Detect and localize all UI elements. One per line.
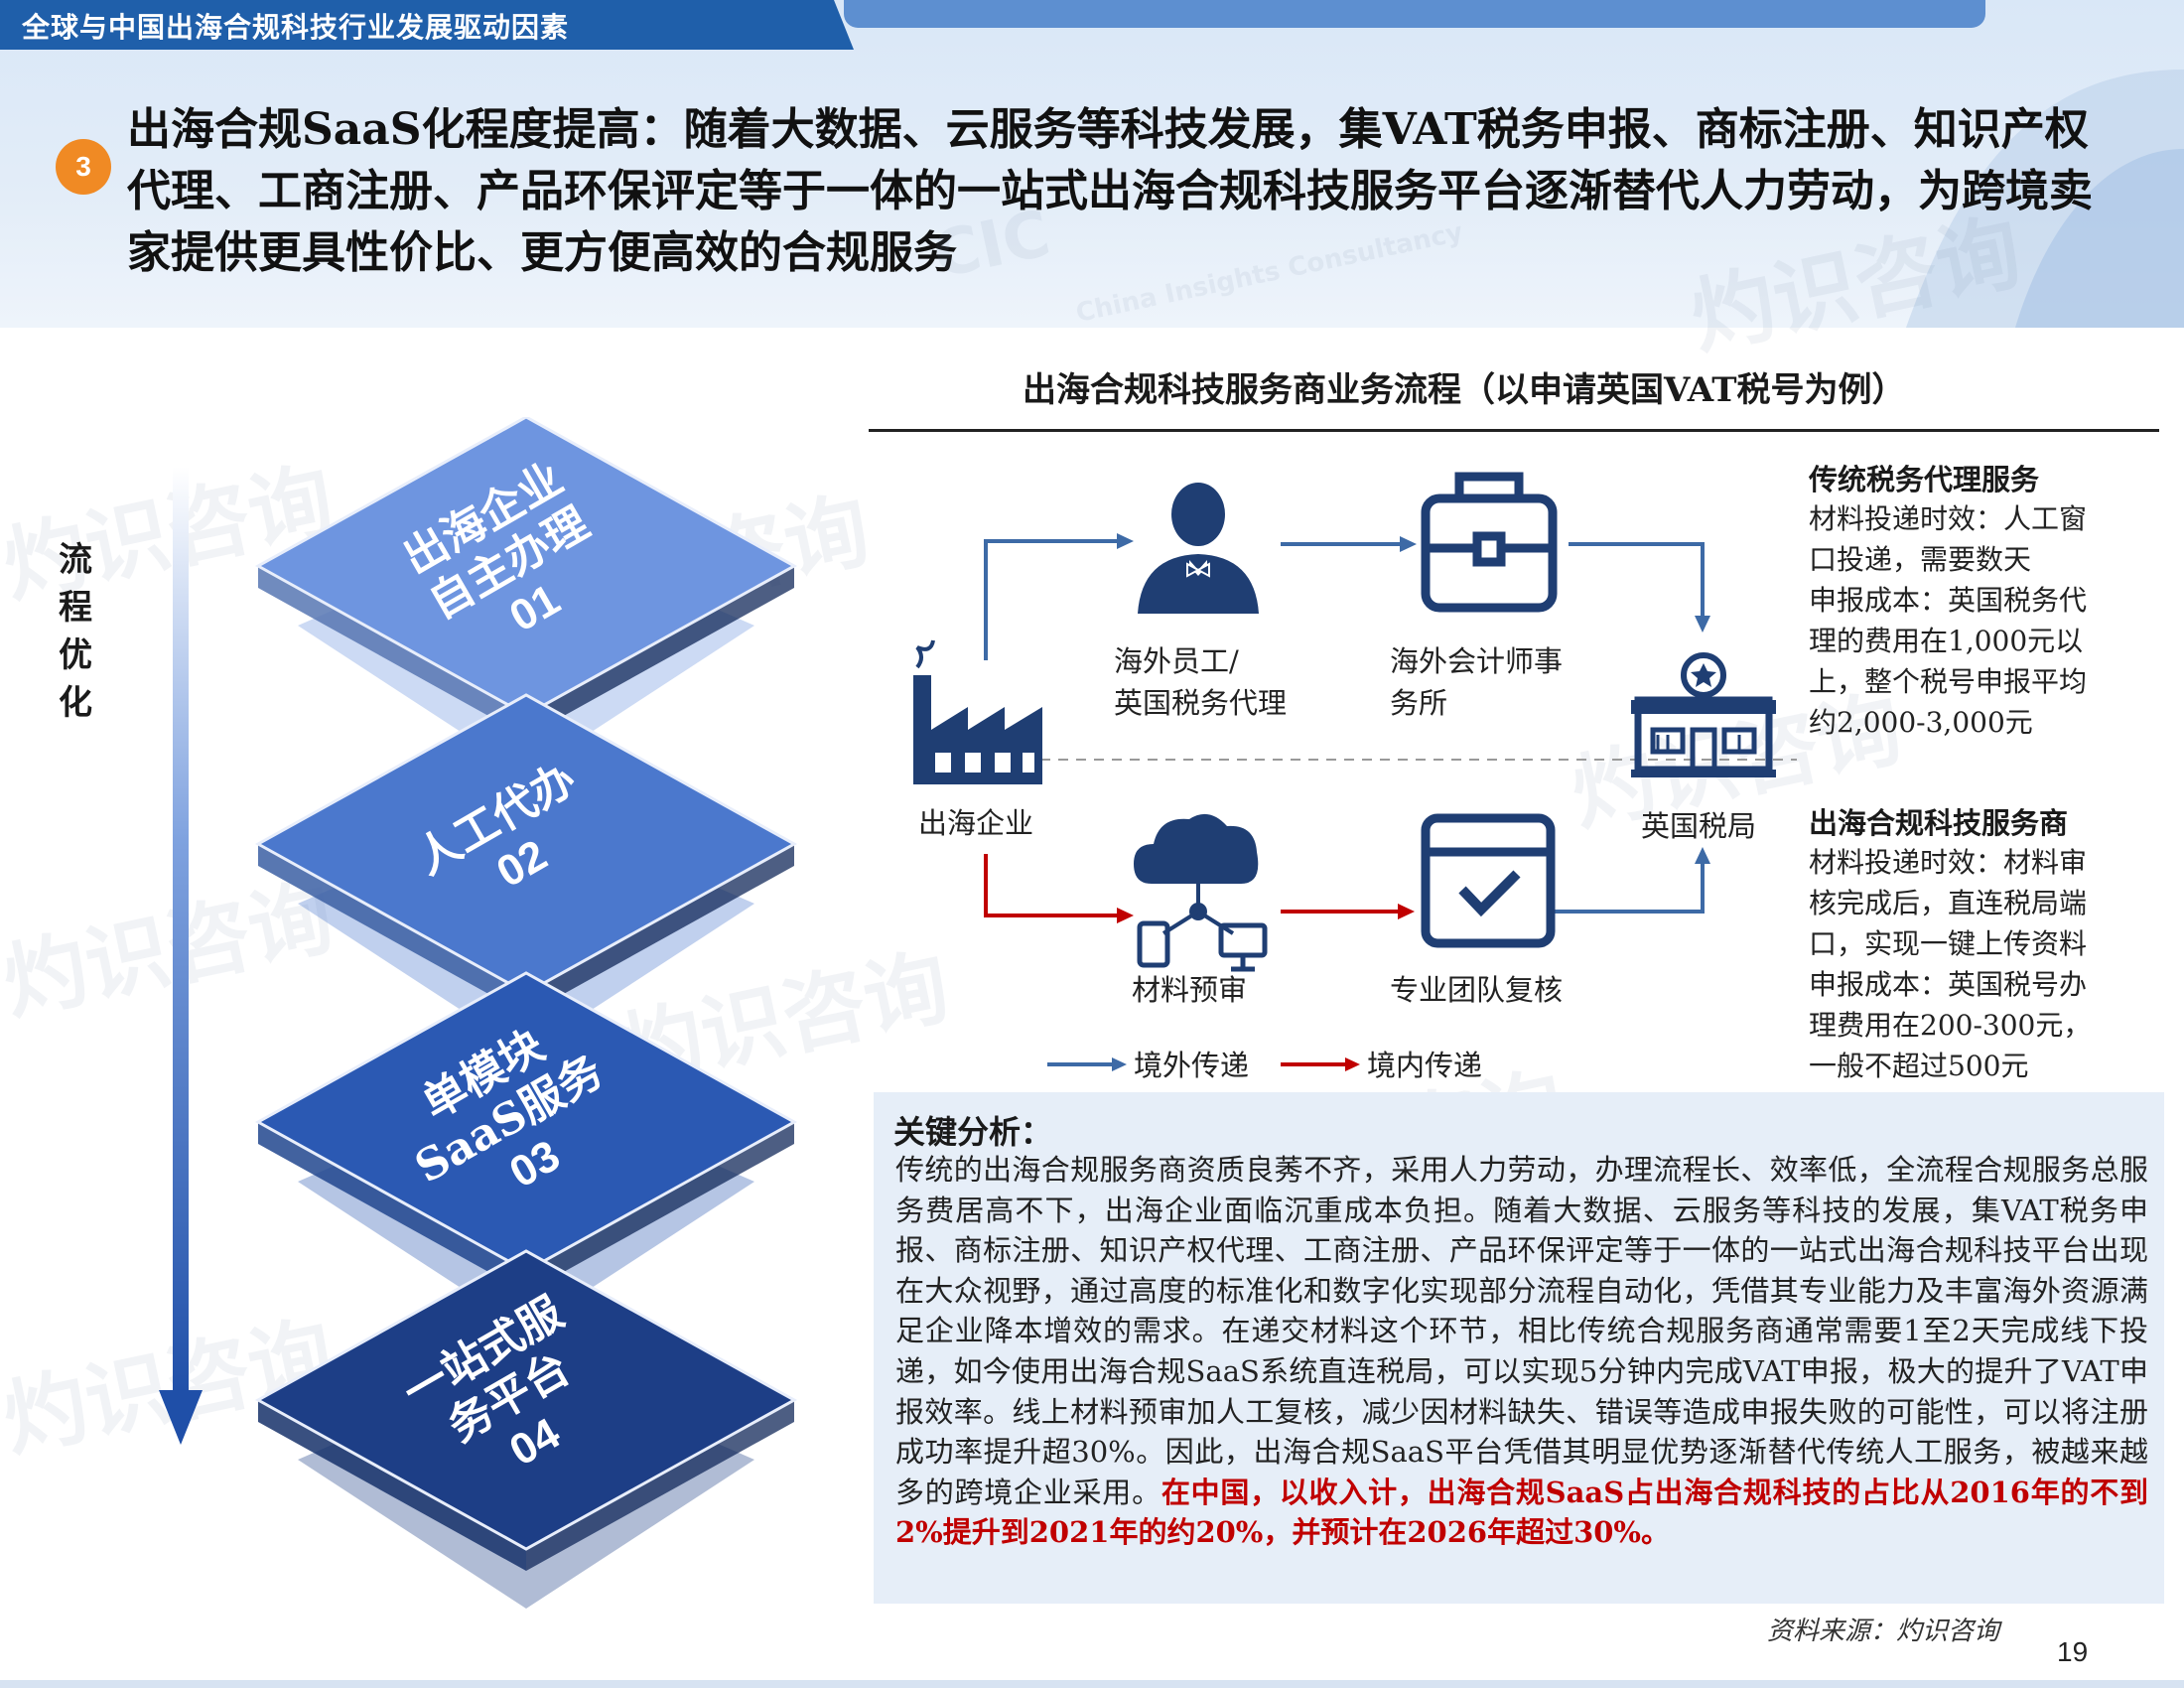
saas-service-title: 出海合规科技服务商 [1809,806,2069,840]
traditional-service-line: 上，整个税号申报平均 [1809,665,2088,698]
source-note: 资料来源：灼识咨询 [1767,1617,2000,1646]
header-tab-accent [844,0,1985,28]
process-step-top [254,1249,798,1551]
saas-service-line: 口，实现一键上传资料 [1809,927,2088,960]
abroad-arrows [984,539,1705,914]
process-step-top [254,971,798,1273]
page-number: 19 [2057,1636,2089,1667]
label-staff: 海外员工/ 英国税务代理 [1114,640,1287,724]
domestic-arrows [984,854,1398,917]
label-accountant-line: 务所 [1390,686,1448,720]
analysis-box [874,1092,2164,1604]
process-label: 流 程 优 化 [56,536,95,727]
label-team-review: 专业团队复核 [1390,973,1564,1007]
label-accountant: 海外会计师事 务所 [1390,640,1563,724]
process-label-char: 化 [59,683,92,723]
traditional-service-note: 传统税务代理服务 材料投递时效：人工窗 口投递，需要数天 申报成本：英国税务代 … [1809,457,2176,743]
saas-service-note: 出海合规科技服务商 材料投递时效：材料审 核完成后，直连税局端 口，实现一键上传… [1809,800,2176,1086]
legend-domestic-label: 境内传递 [1367,1049,1483,1082]
process-label-char: 流 [59,540,92,580]
flow-legend [1047,1057,1360,1071]
factory-icon [913,639,1042,784]
domestic-arrowheads [1117,904,1415,923]
process-step-side [258,1400,526,1571]
traditional-service-line: 理的费用在1,000元以 [1809,625,2084,657]
person-icon [1138,483,1259,614]
saas-service-line: 一般不超过500元 [1809,1050,2029,1082]
label-enterprise: 出海企业 [918,806,1034,840]
process-step-side [526,1400,794,1571]
traditional-service-line: 约2,000-3,000元 [1809,706,2033,739]
process-label-char: 优 [59,635,92,675]
analysis-body: 传统的出海合规服务商资质良莠不齐，采用人力劳动，办理流程长、效率低，全流程合规服… [895,1150,2148,1553]
process-step-side [526,844,794,1015]
headline-number-badge: 3 [56,139,111,195]
label-tax-office: 英国税局 [1641,809,1757,843]
analysis-text: 传统的出海合规服务商资质良莠不齐，采用人力劳动，办理流程长、效率低，全流程合规服… [895,1153,2148,1509]
analysis-title: 关键分析： [893,1113,1053,1151]
traditional-service-line: 口投递，需要数天 [1809,543,2032,576]
flow-title-rule [869,429,2159,432]
label-accountant-line: 海外会计师事 [1390,644,1564,678]
process-step-02: 人工代办02 [254,693,798,1053]
header-swoosh [1906,70,2184,328]
process-step-03: 单模块SaaS服务03 [254,971,798,1331]
traditional-service-line: 材料投递时效：人工窗 [1809,502,2088,535]
process-step-side [258,566,526,737]
process-step-side [526,566,794,737]
page-header-title: 全球与中国出海合规科技行业发展驱动因素 [22,11,570,44]
process-label-char: 程 [59,588,92,628]
process-step-top [254,417,798,717]
traditional-service-line: 申报成本：英国税务代 [1809,584,2088,617]
process-step-side [526,1122,794,1293]
process-step-01: 出海企业自主办理01 [254,417,798,774]
label-staff-line: 海外员工/ [1114,644,1239,678]
briefcase-icon [1421,472,1558,613]
process-step-top [254,693,798,995]
legend-abroad-label: 境外传递 [1134,1049,1250,1082]
saas-service-line: 核完成后，直连税局端 [1809,887,2088,919]
label-staff-line: 英国税务代理 [1114,686,1288,720]
traditional-service-title: 传统税务代理服务 [1809,463,2040,496]
label-prereview: 材料预审 [1132,973,1248,1007]
header-tab [0,0,854,50]
flow-diagram [913,472,1797,1071]
abroad-arrowheads [1117,533,1710,864]
saas-service-line: 申报成本：英国税号办 [1809,968,2088,1001]
flow-title: 出海合规科技服务商业务流程（以申请英国VAT税号为例） [1023,370,1906,410]
check-window-icon [1421,813,1556,948]
process-step-side [258,844,526,1015]
saas-service-line: 理费用在200-300元， [1809,1009,2092,1042]
process-step-side [258,1122,526,1293]
process-step-04: 一站式服务平台04 [254,1249,798,1609]
footer-band [0,1680,2184,1688]
headline-text: 出海合规SaaS化程度提高：随着大数据、云服务等科技发展，集VAT税务申报、商标… [127,104,2093,278]
cloud-network-icon [1134,813,1268,972]
saas-service-line: 材料投递时效：材料审 [1809,846,2088,879]
analysis-highlight: 在中国，以收入计，出海合规SaaS占出海合规科技的占比从2016年的不到2%提升… [895,1475,2148,1550]
tax-office-icon [1631,652,1776,777]
down-arrow-icon [159,467,203,1445]
header-band [0,0,2184,328]
